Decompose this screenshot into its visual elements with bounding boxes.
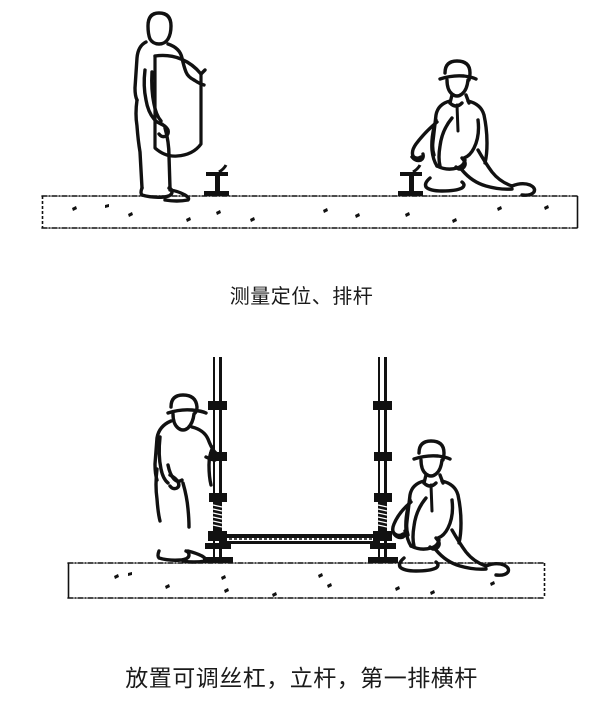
kneeling-worker-with-helmet bbox=[391, 439, 511, 577]
horizontal-ledger bbox=[214, 534, 386, 544]
figure-2-drawing bbox=[67, 357, 546, 599]
figure-1-caption: 测量定位、排杆 bbox=[229, 286, 374, 308]
adjustable-screw-jack-right bbox=[368, 502, 398, 563]
ground-aggregate-marks bbox=[72, 204, 549, 223]
figure-2-caption: 放置可调丝杠，立杆，第一排横杆 bbox=[125, 666, 478, 691]
kneeling-worker-with-helmet bbox=[410, 59, 537, 197]
figure-2-scene bbox=[0, 345, 603, 610]
ground-strip bbox=[67, 562, 546, 599]
vertical-standard-right bbox=[368, 357, 398, 563]
standing-worker-holding-standard bbox=[153, 393, 224, 564]
vertical-standard-left bbox=[203, 357, 233, 563]
ground-aggregate-marks bbox=[114, 572, 495, 597]
figure-1-drawing bbox=[41, 11, 579, 229]
base-jack-right bbox=[398, 164, 423, 196]
figure-1-scene bbox=[0, 0, 603, 245]
ground-strip bbox=[41, 195, 579, 229]
base-jack-left bbox=[204, 164, 229, 196]
adjustable-screw-jack-left bbox=[203, 502, 233, 563]
standing-worker-with-drawing bbox=[133, 11, 207, 203]
